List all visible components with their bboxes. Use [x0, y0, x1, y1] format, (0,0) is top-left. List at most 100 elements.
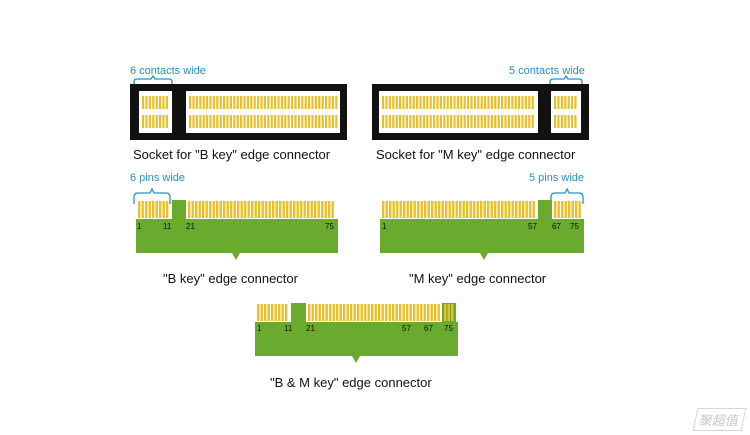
socket-contact — [450, 115, 453, 128]
socket-contact — [484, 115, 487, 128]
socket-contact — [257, 115, 260, 128]
gold-pin — [441, 201, 444, 218]
gold-pin — [452, 201, 455, 218]
socket-contact — [426, 96, 429, 109]
gold-pin — [350, 304, 353, 321]
socket-contact — [331, 96, 334, 109]
socket-contact — [155, 115, 158, 128]
gold-pin — [424, 201, 427, 218]
gold-pin — [406, 304, 409, 321]
gold-pin — [285, 304, 288, 321]
socket-contact — [291, 115, 294, 128]
socket-contact — [267, 115, 270, 128]
socket-contact — [557, 115, 560, 128]
socket-contact — [209, 115, 212, 128]
gold-pin — [466, 201, 469, 218]
socket-contact — [294, 96, 297, 109]
bm-key-pin-label-21: 21 — [306, 324, 315, 333]
socket-contact — [433, 96, 436, 109]
m-key-pin-label-1: 1 — [382, 222, 387, 231]
socket-contact — [467, 96, 470, 109]
socket-contact — [567, 96, 570, 109]
socket-contact — [409, 96, 412, 109]
gold-pin — [332, 304, 335, 321]
gold-pin — [148, 201, 151, 218]
socket-contact — [229, 115, 232, 128]
socket-contact — [497, 96, 500, 109]
socket-contact — [287, 115, 290, 128]
gold-pin — [360, 304, 363, 321]
socket-contact — [571, 96, 574, 109]
gold-pin — [145, 201, 148, 218]
socket-contact — [304, 115, 307, 128]
socket-contact — [436, 96, 439, 109]
gold-pin — [508, 201, 511, 218]
socket-contact — [189, 96, 192, 109]
m-key-pin-label-67: 67 — [552, 222, 561, 231]
socket-contact — [318, 115, 321, 128]
socket-contact — [490, 96, 493, 109]
gold-pin — [532, 201, 535, 218]
gold-pin — [434, 304, 437, 321]
bm-key-pin-label-11: 11 — [284, 324, 293, 333]
socket-contact — [571, 115, 574, 128]
bm-key-caption: "B & M key" edge connector — [270, 375, 432, 390]
socket-contact — [429, 96, 432, 109]
socket-contact — [443, 96, 446, 109]
socket-contact — [294, 115, 297, 128]
socket-b-contacts — [142, 96, 338, 128]
socket-contact — [395, 115, 398, 128]
socket-contact — [240, 96, 243, 109]
bm-key-pins — [257, 304, 454, 321]
socket-contact — [456, 115, 459, 128]
socket-contact — [443, 115, 446, 128]
socket-contact — [284, 96, 287, 109]
gold-pin — [258, 201, 261, 218]
socket-contact — [528, 115, 531, 128]
gold-pin — [244, 201, 247, 218]
socket-contact — [554, 115, 557, 128]
socket-contact — [202, 96, 205, 109]
socket-contact — [467, 115, 470, 128]
socket-contact — [260, 96, 263, 109]
gold-pin — [191, 201, 194, 218]
socket-contact — [531, 115, 534, 128]
socket-contact — [463, 96, 466, 109]
socket-contact — [395, 96, 398, 109]
gold-pin — [388, 304, 391, 321]
socket-contact — [453, 96, 456, 109]
gold-pin — [308, 304, 311, 321]
m-key-dimension-bracket — [550, 187, 584, 204]
socket-contact — [148, 96, 151, 109]
socket-contact — [243, 115, 246, 128]
socket-contact — [250, 96, 253, 109]
gold-pin — [571, 201, 574, 218]
gold-pin — [300, 201, 303, 218]
socket-contact — [291, 96, 294, 109]
socket-contact — [416, 96, 419, 109]
gold-pin — [483, 201, 486, 218]
socket-contact — [328, 115, 331, 128]
socket-contact — [477, 115, 480, 128]
gold-pin — [155, 201, 158, 218]
socket-contact — [392, 115, 395, 128]
gold-pin — [328, 201, 331, 218]
gold-pin — [444, 304, 447, 321]
gold-pin — [364, 304, 367, 321]
socket-contact — [274, 96, 277, 109]
socket-m-contacts — [382, 96, 577, 128]
gold-pin — [202, 201, 205, 218]
socket-b-dimension-bracket — [133, 74, 173, 88]
gold-pin — [399, 201, 402, 218]
gold-pin — [367, 304, 370, 321]
socket-contact — [463, 115, 466, 128]
socket-contact — [297, 96, 300, 109]
socket-contact — [470, 96, 473, 109]
socket-contact — [297, 115, 300, 128]
m-key-pins — [382, 201, 581, 218]
socket-contact — [554, 96, 557, 109]
gold-pin — [278, 304, 281, 321]
socket-contact — [335, 96, 338, 109]
